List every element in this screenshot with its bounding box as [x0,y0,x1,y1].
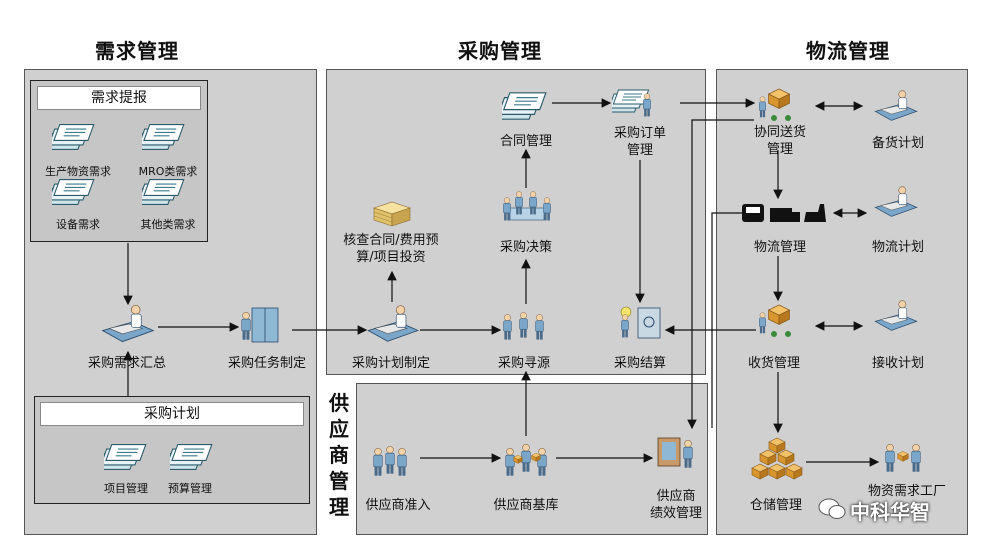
node-sourcing: 采购寻源 [497,356,550,371]
section-title-demand: 需求管理 [95,39,179,63]
panel-logistics [716,69,968,535]
node-receive: 收货管理 [747,356,800,371]
node-purchase-decision: 采购决策 [499,240,552,255]
boxes-cart-icon [758,88,791,121]
meeting-group-icon [503,191,551,221]
node-purchase-plan: 采购计划制定 [351,356,430,371]
demand-item-mro: MRO类需求 [138,165,198,178]
node-purchase-task: 采购任务制定 [227,356,306,371]
node-delivery: 协同送货 管理 [753,125,806,157]
section-title-supplier: 供应商管理 [328,390,350,520]
demand-item-other: 其他类需求 [140,218,196,231]
section-title-purchase: 采购管理 [458,39,542,63]
node-logistics-plan: 物流计划 [871,240,924,255]
watermark: 中科华智 [850,500,930,524]
node-supplier-perf: 供应商 绩效管理 [649,489,702,521]
node-logistics-mgmt: 物流管理 [753,240,806,255]
person-with-screen-icon [657,437,693,469]
demand-report-title: 需求提报 [37,86,201,110]
demand-item-production: 生产物资需求 [45,165,111,178]
demand-item-equipment: 设备需求 [56,218,100,231]
arrow-logistics-to-perf [711,212,744,428]
vehicles-icon [742,204,826,222]
node-receive-plan: 接收计划 [871,356,924,371]
node-contract-mgmt: 合同管理 [499,134,552,149]
node-order-mgmt: 采购订单 管理 [613,126,666,158]
paper-stack-icon [373,201,411,227]
section-title-logistics: 物流管理 [806,39,890,63]
node-warehouse: 仓储管理 [749,498,802,513]
node-demand-summary: 采购需求汇总 [87,356,166,371]
safe-with-person-icon [620,306,661,339]
person-with-cabinet-icon [241,307,279,343]
node-settlement: 采购结算 [613,356,666,371]
node-supplier-access: 供应商准入 [365,498,431,513]
plan-item-project: 项目管理 [104,482,148,495]
node-check-contract: 核查合同/费用预 算/项目投资 [343,233,439,265]
boxes-cart-icon [758,304,791,337]
node-supplier-base: 供应商基库 [493,498,559,513]
node-stock-plan: 备货计划 [871,136,924,151]
wechat-icon [818,498,846,520]
arrow-delivery-to-perf [687,119,754,430]
node-factory: 物资需求工厂 [867,484,946,499]
plan-item-budget: 预算管理 [168,482,212,495]
supplier-title-text: 供应商管理 [329,391,349,519]
purchase-plan-title: 采购计划 [40,402,304,426]
